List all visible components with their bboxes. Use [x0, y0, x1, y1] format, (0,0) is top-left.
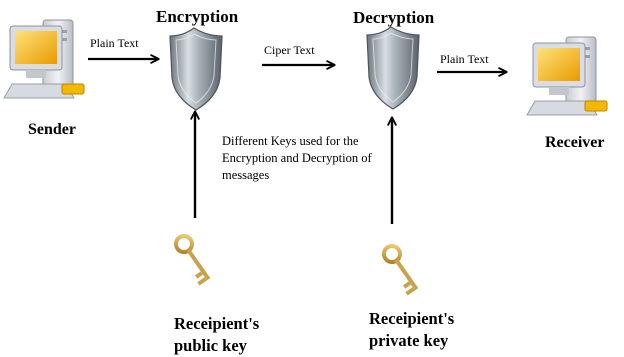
decryption-title: Decryption — [353, 8, 435, 27]
private-key-label-line1: Receipient's — [369, 309, 455, 328]
private-key-label-line2: private key — [369, 331, 449, 350]
encryption-title: Encryption — [156, 7, 239, 26]
receiver-label: Receiver — [545, 134, 605, 151]
public-key-label: Receipient's public key — [174, 313, 259, 357]
private-key-icon — [382, 244, 419, 296]
edge-label-cipher-text: Ciper Text — [264, 43, 315, 57]
decryption-shield-icon — [366, 26, 420, 110]
encryption-shield-icon — [169, 27, 223, 111]
sender-label: Sender — [28, 121, 76, 138]
edge-label-plain-text-out: Plain Text — [440, 52, 489, 66]
public-key-label-line1: Receipient's — [174, 314, 260, 333]
edge-label-plain-text-in: Plain Text — [90, 36, 139, 50]
receiver-computer-icon — [526, 36, 608, 116]
public-key-label-line2: public key — [174, 336, 247, 355]
public-key-icon — [174, 234, 211, 286]
keys-note: Different Keys used for the Encryption a… — [222, 134, 372, 182]
sender-computer-icon — [3, 19, 85, 99]
private-key-label: Receipient's private key — [369, 308, 454, 352]
